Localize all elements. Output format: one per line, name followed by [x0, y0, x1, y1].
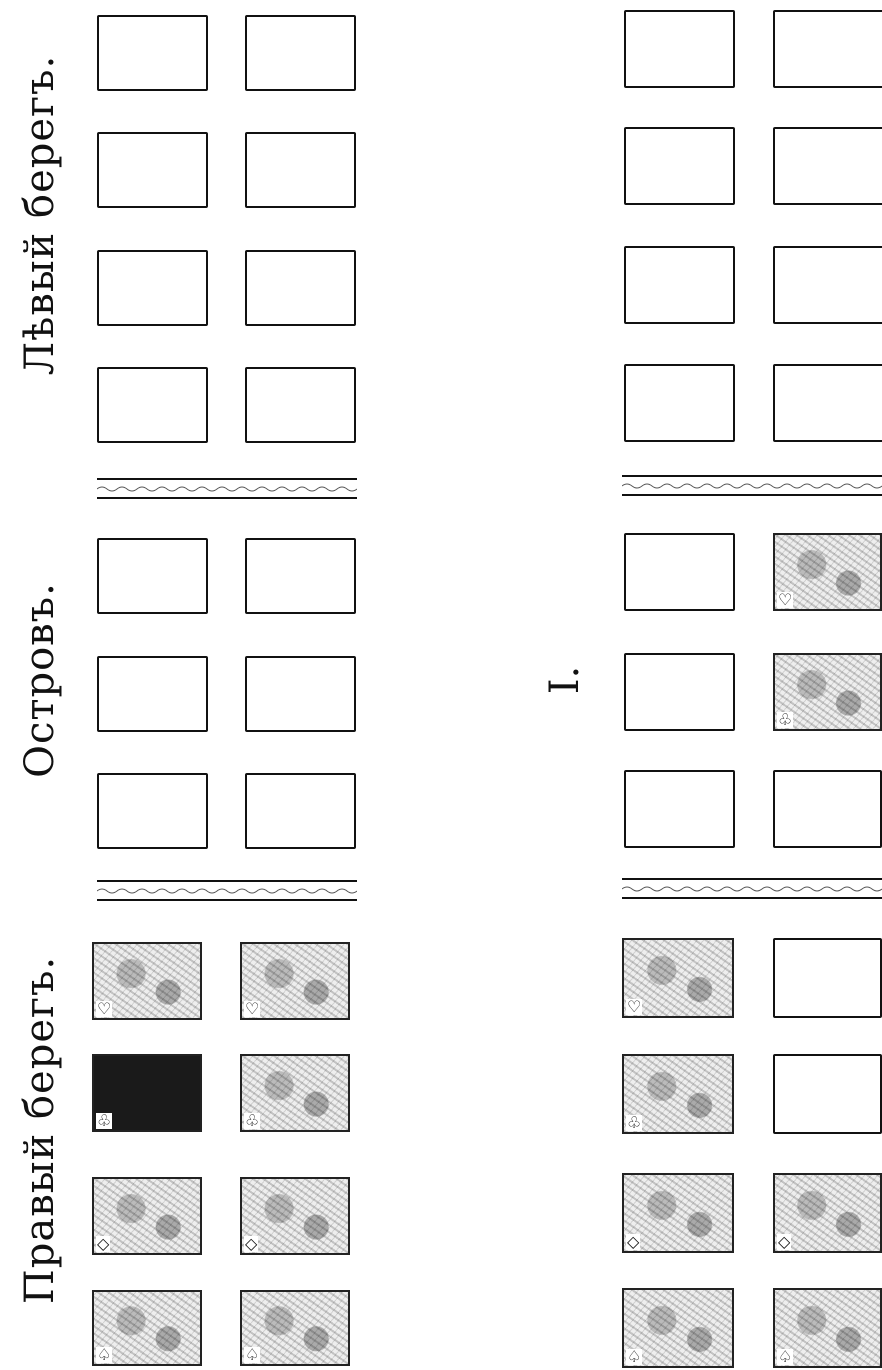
card-king-diamonds: ◇	[622, 1173, 734, 1253]
hearts-icon: ♡	[777, 592, 793, 608]
card-queen-hearts: ♡	[240, 942, 350, 1020]
island-slot	[624, 653, 735, 731]
left-bank-slot	[773, 364, 882, 442]
card-queen-clubs: ♧	[240, 1054, 350, 1132]
card-queen-hearts: ♡	[622, 938, 734, 1018]
left-bank-slot	[245, 250, 356, 326]
card-queen-spades: ♤	[240, 1290, 350, 1366]
left-bank-slot	[245, 367, 356, 443]
spades-icon: ♤	[96, 1347, 112, 1363]
clubs-icon: ♧	[96, 1113, 112, 1129]
card-king-hearts: ♡	[92, 942, 202, 1020]
hearts-icon: ♡	[626, 999, 642, 1015]
island-slot	[245, 538, 356, 614]
clubs-icon: ♧	[244, 1113, 260, 1129]
left-bank-slot	[624, 364, 735, 442]
island-slot	[773, 770, 882, 848]
card-queen-clubs: ♧	[773, 653, 882, 731]
card-king-hearts: ♡	[773, 533, 882, 611]
river-separator	[622, 878, 882, 900]
spades-icon: ♤	[777, 1349, 793, 1365]
card-king-diamonds: ◇	[92, 1177, 202, 1255]
river-separator	[97, 478, 357, 500]
hearts-icon: ♡	[244, 1001, 260, 1017]
diagram-number: I.	[542, 666, 588, 695]
card-queen-diamonds: ◇	[240, 1177, 350, 1255]
card-queen-diamonds: ◇	[773, 1173, 882, 1253]
clubs-icon: ♧	[626, 1115, 642, 1131]
left-bank-slot	[773, 246, 882, 324]
right-bank-label: Правый берегъ.	[17, 956, 63, 1304]
clubs-icon: ♧	[777, 712, 793, 728]
left-bank-slot	[773, 10, 882, 88]
spades-icon: ♤	[244, 1347, 260, 1363]
left-bank-slot	[245, 132, 356, 208]
river-separator	[97, 880, 357, 902]
hearts-icon: ♡	[96, 1001, 112, 1017]
left-bank-slot	[97, 15, 208, 91]
left-bank-label: Лѣвый берегъ.	[17, 55, 63, 375]
spades-icon: ♤	[626, 1349, 642, 1365]
card-king-spades: ♤	[622, 1288, 734, 1368]
diamonds-icon: ◇	[96, 1236, 110, 1252]
left-bank-slot	[97, 367, 208, 443]
right-bank-slot	[773, 938, 882, 1018]
diamonds-icon: ◇	[777, 1234, 791, 1250]
island-label: Островъ.	[17, 582, 63, 778]
card-king-clubs: ♧	[622, 1054, 734, 1134]
island-slot	[97, 656, 208, 732]
island-slot	[245, 656, 356, 732]
diamonds-icon: ◇	[626, 1234, 640, 1250]
left-bank-slot	[773, 127, 882, 205]
river-separator	[622, 475, 882, 497]
island-slot	[245, 773, 356, 849]
island-slot	[624, 533, 735, 611]
left-bank-slot	[624, 246, 735, 324]
left-bank-slot	[624, 10, 735, 88]
card-king-clubs: ♧	[92, 1054, 202, 1132]
left-bank-slot	[97, 250, 208, 326]
card-king-spades: ♤	[92, 1290, 202, 1366]
diamonds-icon: ◇	[244, 1236, 258, 1252]
island-slot	[97, 538, 208, 614]
island-slot	[97, 773, 208, 849]
right-bank-slot	[773, 1054, 882, 1134]
card-queen-spades: ♤	[773, 1288, 882, 1368]
island-slot	[624, 770, 735, 848]
left-bank-slot	[624, 127, 735, 205]
left-bank-slot	[97, 132, 208, 208]
left-bank-slot	[245, 15, 356, 91]
